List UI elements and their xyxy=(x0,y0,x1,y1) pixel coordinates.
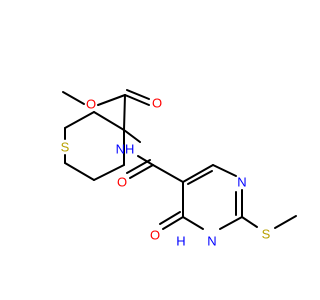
bond-oxo-double-b xyxy=(159,211,181,225)
bond-ester-o-carbonyl-c xyxy=(97,94,126,106)
bond-c2-s xyxy=(241,216,258,228)
atom-label-s: S xyxy=(262,227,271,242)
atom-label-nh: NH xyxy=(116,142,135,157)
atom-label-n: N xyxy=(207,234,216,249)
bond-ring-c5-c4 xyxy=(93,164,125,181)
bond-ring-c3-c2 xyxy=(64,111,95,129)
atom-labels: O O S NH O N S H N O xyxy=(61,96,271,249)
bond-ring-c5-c6 xyxy=(182,164,214,183)
bond-quaternary-nh xyxy=(123,129,141,143)
bond-ring-n3-c4 xyxy=(182,216,204,230)
bond-carbonyl-double-a xyxy=(124,94,150,106)
molecule-structure: O O S NH O N S H N O xyxy=(61,89,297,249)
bond-amide-c-ring-c5 xyxy=(152,164,184,183)
bond-ring-c2-n3 xyxy=(219,216,243,230)
bond-amide-double-b xyxy=(126,159,151,174)
bond-s-methyl xyxy=(274,215,297,229)
bond-amide-double-a xyxy=(129,164,154,179)
bond-ring-c6-n1 xyxy=(212,164,237,177)
bond-ring-c4-c3 xyxy=(93,111,125,131)
molecule-canvas: O O S NH O N S H N O xyxy=(60,89,297,249)
bond-ring-c5-c6-inner xyxy=(187,170,213,185)
bond-methyl-ester-o xyxy=(62,91,85,105)
atom-label-o: O xyxy=(86,97,96,112)
bond-nh-amide-c xyxy=(137,155,154,166)
bond-ring-c6-c5 xyxy=(64,162,95,181)
atom-label-o: O xyxy=(152,96,162,111)
bond-carbonyl-double-b xyxy=(126,89,150,100)
atom-label-o: O xyxy=(150,228,160,243)
atom-label-n: N xyxy=(237,175,246,190)
atom-label-h: H xyxy=(176,234,185,249)
atom-label-s: S xyxy=(61,140,70,155)
atom-label-o: O xyxy=(117,175,127,190)
bond-lines xyxy=(62,89,297,230)
bond-carbonyl-c-quaternary xyxy=(123,94,126,131)
bond-oxo-double-a xyxy=(162,216,184,230)
